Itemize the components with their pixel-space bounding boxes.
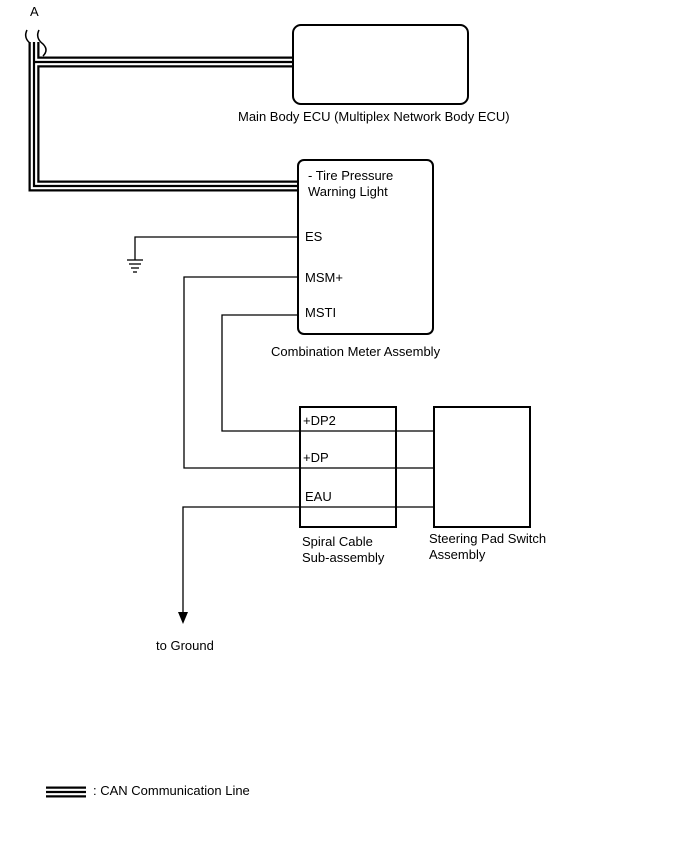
spiral-cable-label-line1: Spiral Cable xyxy=(302,534,373,549)
steering-pad-switch-box xyxy=(433,406,531,528)
msti-dp2-wire xyxy=(221,314,434,432)
spiral-cable-label-line2: Sub-assembly xyxy=(302,550,385,565)
to-ground-arrow xyxy=(178,612,188,624)
warning-light-label-line2: Warning Light xyxy=(308,184,388,199)
eau-ground-wire xyxy=(182,506,434,618)
warning-light-label-line1: - Tire Pressure xyxy=(308,168,393,183)
legend-can-label: : CAN Communication Line xyxy=(93,783,250,798)
pin-dp-label: +DP xyxy=(303,450,329,465)
es-ground-wire xyxy=(134,236,298,260)
pin-es-label: ES xyxy=(305,229,323,244)
pin-msm-label: MSM+ xyxy=(305,270,343,285)
to-ground-label: to Ground xyxy=(156,638,214,653)
pin-eau-label: EAU xyxy=(305,489,332,504)
steering-pad-label-line1: Steering Pad Switch xyxy=(429,531,546,546)
ground-symbol xyxy=(127,259,143,273)
combination-meter-label: Combination Meter Assembly xyxy=(271,344,441,359)
combination-meter-box xyxy=(297,159,434,335)
connector-a-label: A xyxy=(30,4,39,19)
main-body-ecu-label: Main Body ECU (Multiplex Network Body EC… xyxy=(238,109,510,124)
spiral-cable-box xyxy=(299,406,397,528)
pin-msti-label: MSTI xyxy=(305,305,336,320)
pin-dp2-label: +DP2 xyxy=(303,413,336,428)
msm-dp-wire xyxy=(183,276,434,469)
main-body-ecu-box xyxy=(292,24,469,105)
can-communication-line xyxy=(28,42,298,192)
steering-pad-label-line2: Assembly xyxy=(429,547,486,562)
